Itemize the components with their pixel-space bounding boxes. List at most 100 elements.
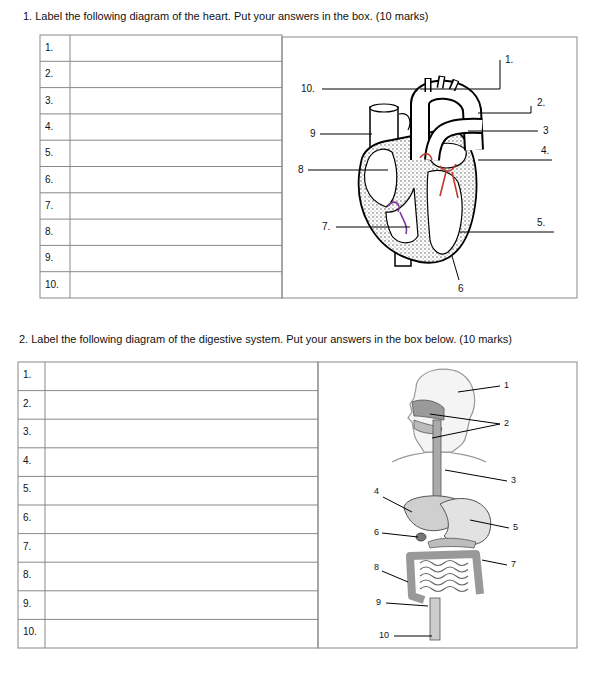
table-row-line — [40, 61, 282, 62]
right-atrium — [365, 149, 397, 207]
leader-line — [458, 386, 500, 392]
table-row-line — [18, 533, 318, 534]
heart-leaders — [308, 60, 554, 280]
callout-number: 5 — [512, 522, 519, 532]
leader-line — [382, 533, 418, 537]
pulmonary-vein — [399, 114, 410, 130]
table-row-line — [18, 390, 318, 391]
table-row-line — [40, 192, 282, 193]
leader-line — [468, 131, 538, 132]
row-number: 8. — [22, 569, 32, 581]
table-row-line — [40, 166, 282, 167]
semilunar-valve — [420, 154, 432, 160]
intestine-coil — [420, 574, 468, 579]
leader-line — [386, 603, 428, 606]
intestine-coil — [420, 587, 468, 592]
left-ventricle — [427, 170, 462, 254]
diagram-panel — [318, 362, 577, 648]
callout-number: 6 — [373, 527, 380, 537]
intestine-coil — [420, 580, 468, 585]
aortic-branches — [428, 76, 456, 92]
question-text: 2. Label the following diagram of the di… — [18, 333, 513, 346]
callout-number: 1 — [503, 380, 510, 390]
leader-line — [460, 232, 554, 233]
callout-number: 10. — [300, 83, 316, 95]
leader-line — [420, 60, 500, 89]
row-number: 2. — [22, 398, 32, 410]
leader-line — [383, 497, 412, 512]
leader-line — [482, 560, 507, 565]
mitral-valve — [440, 164, 458, 198]
row-number: 4. — [44, 121, 54, 133]
pancreas — [428, 538, 476, 548]
leader-line — [445, 470, 507, 481]
table-row-line — [40, 245, 282, 246]
leader-line — [308, 170, 388, 171]
rectum — [430, 598, 440, 640]
right-ventricle — [386, 188, 418, 243]
table-row-line — [18, 419, 318, 420]
leader-line — [478, 160, 552, 161]
heart-illustration — [359, 76, 482, 266]
row-number: 4. — [22, 455, 32, 467]
leader-line — [322, 89, 418, 90]
table-row-line — [18, 447, 318, 448]
row-number: 5. — [22, 483, 32, 495]
diagram-panel — [282, 37, 577, 298]
callout-number: 7 — [510, 559, 517, 569]
digestive-illustration — [392, 369, 491, 640]
table-row-line — [40, 271, 282, 272]
callout-number: 2. — [536, 97, 546, 109]
table-row-line — [18, 562, 318, 563]
leader-line — [430, 414, 500, 438]
row-number: 8. — [44, 226, 54, 238]
row-number: 3. — [22, 426, 32, 438]
digestive-leaders — [382, 386, 509, 636]
row-number: 2. — [44, 68, 54, 80]
answer-table — [40, 35, 282, 298]
leader-line — [470, 520, 509, 528]
callout-number: 3 — [542, 125, 550, 137]
leader-line — [478, 106, 531, 113]
callout-number: 5. — [536, 217, 546, 229]
callout-number: 9 — [309, 128, 317, 140]
row-number: 1. — [44, 42, 54, 54]
answer-table — [18, 362, 318, 648]
leader-line — [336, 227, 410, 228]
callout-number: 9 — [375, 597, 382, 607]
table-row-line — [18, 590, 318, 591]
row-number: 6. — [44, 174, 54, 186]
callout-number: 3 — [510, 475, 517, 485]
callout-number: 4 — [373, 486, 380, 496]
vessel-opening — [370, 104, 398, 112]
table-row-line — [40, 219, 282, 220]
aortic-branches — [428, 77, 456, 92]
row-number: 7. — [44, 200, 54, 212]
table-row-line — [40, 140, 282, 141]
row-number: 1. — [22, 369, 32, 381]
esophagus — [433, 420, 441, 504]
nasal-cavity — [412, 400, 444, 420]
leader-line — [320, 134, 372, 135]
row-number: 7. — [22, 541, 32, 553]
callout-number: 7. — [321, 221, 331, 233]
row-number: 10. — [22, 626, 38, 638]
row-number: 9. — [22, 598, 32, 610]
intestine-coil — [420, 561, 468, 566]
tricuspid-valve — [388, 202, 407, 234]
callout-number: 2 — [503, 418, 510, 428]
leader-line — [452, 256, 459, 280]
callout-number: 1. — [504, 54, 514, 66]
small-intestine — [420, 561, 468, 592]
leader-line — [394, 636, 432, 637]
leader-line — [382, 571, 408, 582]
table-frames — [18, 35, 577, 648]
row-number: 10. — [44, 279, 60, 291]
table-row-line — [40, 113, 282, 114]
table-row-line — [40, 87, 282, 88]
intestine-coil — [420, 567, 468, 572]
callout-number: 10 — [378, 630, 390, 640]
table-row-line — [18, 619, 318, 620]
row-number: 9. — [44, 252, 54, 264]
